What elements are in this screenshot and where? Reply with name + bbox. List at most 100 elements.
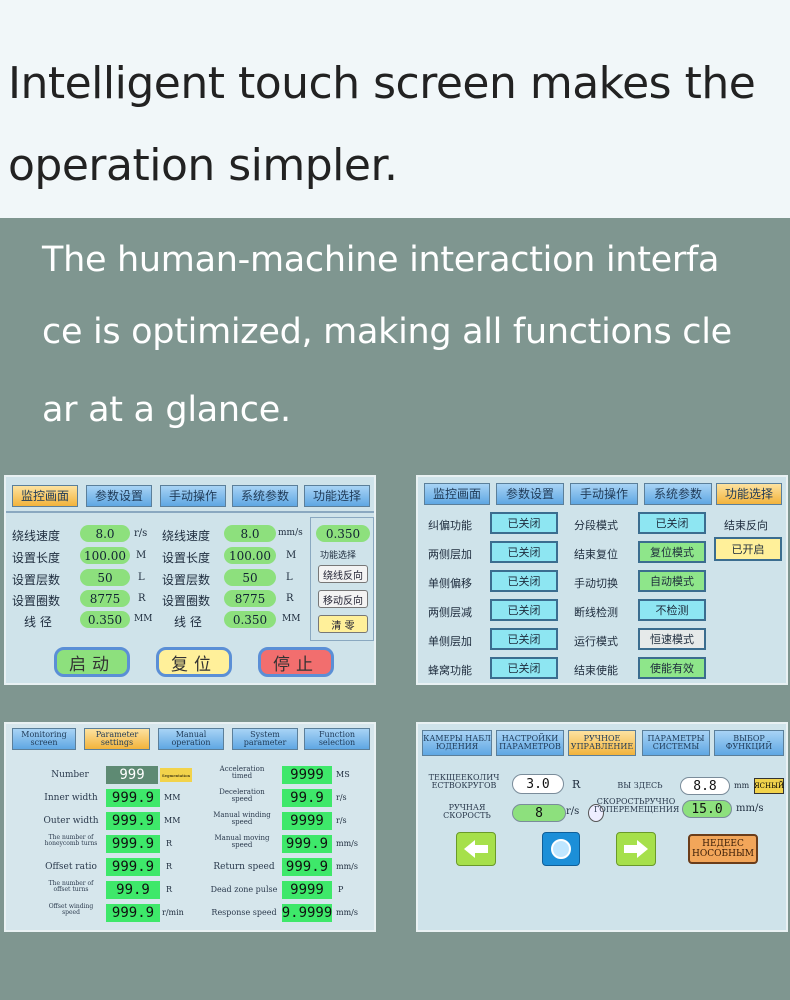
tab-functions[interactable]: ВЫБОР ФУНКЦИЙ bbox=[714, 730, 784, 756]
left-value-honeycomb-turns[interactable]: 999.9 bbox=[106, 835, 160, 853]
tab-manual-operation[interactable]: 手动操作 bbox=[160, 485, 226, 507]
clear-badge[interactable]: ЯСНЫЙ bbox=[754, 778, 784, 794]
col1-toggle-2[interactable]: 已关闭 bbox=[490, 570, 558, 592]
left-arrow-button[interactable] bbox=[456, 832, 496, 866]
right-value-0[interactable]: 8.0 bbox=[224, 525, 276, 542]
banner-line-2: operation simpler. bbox=[8, 140, 398, 191]
left-value-1[interactable]: 100.00 bbox=[80, 547, 130, 564]
right-label-4: 线 径 bbox=[174, 615, 202, 629]
col1-toggle-0[interactable]: 已关闭 bbox=[490, 512, 558, 534]
left-unit-offset-ratio: R bbox=[166, 862, 173, 871]
row2b-value[interactable]: 15.0 bbox=[682, 800, 732, 818]
col1-toggle-1[interactable]: 已关闭 bbox=[490, 541, 558, 563]
right-value-manual-winding[interactable]: 9999 bbox=[282, 812, 332, 830]
right-value-dead-zone[interactable]: 9999 bbox=[282, 881, 332, 899]
side-box bbox=[310, 517, 374, 641]
right-unit-manual-moving: mm/s bbox=[336, 839, 358, 848]
tab-cameras[interactable]: КАМЕРЫ НАБЛ ЮДЕНИЯ bbox=[422, 730, 492, 756]
left-value-number[interactable]: 999 bbox=[106, 766, 158, 784]
reset-button[interactable]: 复位 bbox=[156, 647, 232, 677]
tab-parameter-settings[interactable]: 参数设置 bbox=[86, 485, 152, 507]
left-value-2[interactable]: 50 bbox=[80, 569, 130, 586]
col2-label-5: 结束使能 bbox=[574, 664, 618, 677]
left-label-1: 设置长度 bbox=[12, 551, 61, 565]
side-value[interactable]: 0.350 bbox=[316, 525, 370, 542]
col1-toggle-4[interactable]: 已关闭 bbox=[490, 628, 558, 650]
stop-button[interactable]: 停止 bbox=[258, 647, 334, 677]
tab-settings[interactable]: НАСТРОЙКИ ПАРАМЕТРОВ bbox=[496, 730, 564, 756]
tab-settings-l1: НАСТРОЙКИ bbox=[501, 733, 559, 743]
col2-toggle-4[interactable]: 恒速模式 bbox=[638, 628, 706, 650]
tab-parameter-settings-l2: settings bbox=[100, 738, 134, 747]
right-value-deceleration[interactable]: 99.9 bbox=[282, 789, 332, 807]
right-value-acceleration[interactable]: 9999 bbox=[282, 766, 332, 784]
tab-function-selection[interactable]: Function selection bbox=[304, 728, 370, 750]
col1-toggle-5[interactable]: 已关闭 bbox=[490, 657, 558, 679]
tab-monitoring-screen[interactable]: Monitoring screen bbox=[12, 728, 76, 750]
tab-monitoring[interactable]: 监控画面 bbox=[424, 483, 490, 505]
col1-toggle-3[interactable]: 已关闭 bbox=[490, 599, 558, 621]
right-value-2[interactable]: 50 bbox=[224, 569, 276, 586]
right-value-3[interactable]: 8775 bbox=[224, 590, 276, 607]
right-value-4[interactable]: 0.350 bbox=[224, 611, 276, 628]
wind-reverse-button[interactable]: 绕线反向 bbox=[318, 565, 368, 583]
tab-function-select[interactable]: 功能选择 bbox=[716, 483, 782, 505]
start-button[interactable]: 启动 bbox=[54, 647, 130, 677]
left-value-inner-width[interactable]: 999.9 bbox=[106, 789, 160, 807]
tab-monitoring[interactable]: 监控画面 bbox=[12, 485, 78, 507]
manual-mode-button[interactable]: НЕДЕЕС НОСОБНЫМ bbox=[688, 834, 758, 864]
center-button[interactable] bbox=[542, 832, 580, 866]
right-unit-manual-winding: r/s bbox=[336, 816, 347, 825]
col2-toggle-0[interactable]: 已关闭 bbox=[638, 512, 706, 534]
right-value-1[interactable]: 100.00 bbox=[224, 547, 276, 564]
tab-system-parameter-l2: parameter bbox=[243, 738, 287, 747]
move-reverse-button[interactable]: 移动反向 bbox=[318, 590, 368, 608]
left-value-0[interactable]: 8.0 bbox=[80, 525, 130, 542]
col2-toggle-3[interactable]: 不检测 bbox=[638, 599, 706, 621]
row2-value[interactable]: 8 bbox=[512, 804, 566, 822]
tab-system-parameter-l1: System bbox=[250, 729, 280, 739]
col3-label: 结束反向 bbox=[724, 519, 768, 532]
right-value-manual-moving[interactable]: 999.9 bbox=[282, 835, 332, 853]
tab-system-parameter[interactable]: System parameter bbox=[232, 728, 298, 750]
row1-value[interactable]: 3.0 bbox=[512, 774, 564, 794]
row1b-unit: mm bbox=[734, 781, 750, 790]
left-value-4[interactable]: 0.350 bbox=[80, 611, 130, 628]
left-value-offset-turns[interactable]: 99.9 bbox=[106, 881, 160, 899]
tab-function-selection-l2: selection bbox=[318, 738, 356, 747]
tab-system[interactable]: ПАРАМЕТРЫ СИСТЕМЫ bbox=[642, 730, 710, 756]
tab-function-select[interactable]: 功能选择 bbox=[304, 485, 370, 507]
tab-system-parameters[interactable]: 系统参数 bbox=[644, 483, 712, 505]
tab-manual-control[interactable]: РУЧНОЕ УПРАВЛЕНИЕ bbox=[568, 730, 636, 756]
tab-manual-operation[interactable]: 手动操作 bbox=[570, 483, 638, 505]
col1-label-3: 两侧层减 bbox=[428, 606, 472, 619]
right-unit-0: mm/s bbox=[278, 528, 303, 538]
tab-parameter-settings[interactable]: Parameter settings bbox=[84, 728, 150, 750]
tab-manual-operation-l2: operation bbox=[171, 738, 211, 747]
col2-toggle-2[interactable]: 自动模式 bbox=[638, 570, 706, 592]
right-value-return-speed[interactable]: 999.9 bbox=[282, 858, 332, 876]
left-unit-0: r/s bbox=[134, 528, 148, 539]
right-value-response-speed[interactable]: 9.9999 bbox=[281, 904, 333, 922]
col2-label-3: 断线检测 bbox=[574, 606, 618, 619]
row1b-value[interactable]: 8.8 bbox=[680, 777, 730, 795]
right-label-2: 设置层数 bbox=[162, 573, 211, 587]
left-value-outer-width[interactable]: 999.9 bbox=[106, 812, 160, 830]
right-arrow-button[interactable] bbox=[616, 832, 656, 866]
col2-toggle-1[interactable]: 复位模式 bbox=[638, 541, 706, 563]
tab-parameter-settings[interactable]: 参数设置 bbox=[496, 483, 564, 505]
left-label-0: 绕线速度 bbox=[12, 529, 61, 543]
col2-toggle-5[interactable]: 使能有效 bbox=[638, 657, 706, 679]
left-value-offset-ratio[interactable]: 999.9 bbox=[106, 858, 160, 876]
tab-manual-operation[interactable]: Manual operation bbox=[158, 728, 224, 750]
tab-system-parameters[interactable]: 系统参数 bbox=[232, 485, 298, 507]
left-label-2: 设置层数 bbox=[12, 573, 61, 587]
left-unit-offset-winding-speed: r/min bbox=[162, 908, 184, 917]
clear-button[interactable]: 清 零 bbox=[318, 615, 368, 633]
left-label-offset-turns: The number of offset turns bbox=[48, 880, 94, 894]
right-label-response-speed: Response speed bbox=[211, 908, 277, 917]
hmi-panel-manual-control: КАМЕРЫ НАБЛ ЮДЕНИЯ НАСТРОЙКИ ПАРАМЕТРОВ … bbox=[416, 722, 788, 932]
col3-toggle[interactable]: 已开启 bbox=[714, 537, 782, 561]
left-value-3[interactable]: 8775 bbox=[80, 590, 130, 607]
left-value-offset-winding-speed[interactable]: 999.9 bbox=[106, 904, 160, 922]
